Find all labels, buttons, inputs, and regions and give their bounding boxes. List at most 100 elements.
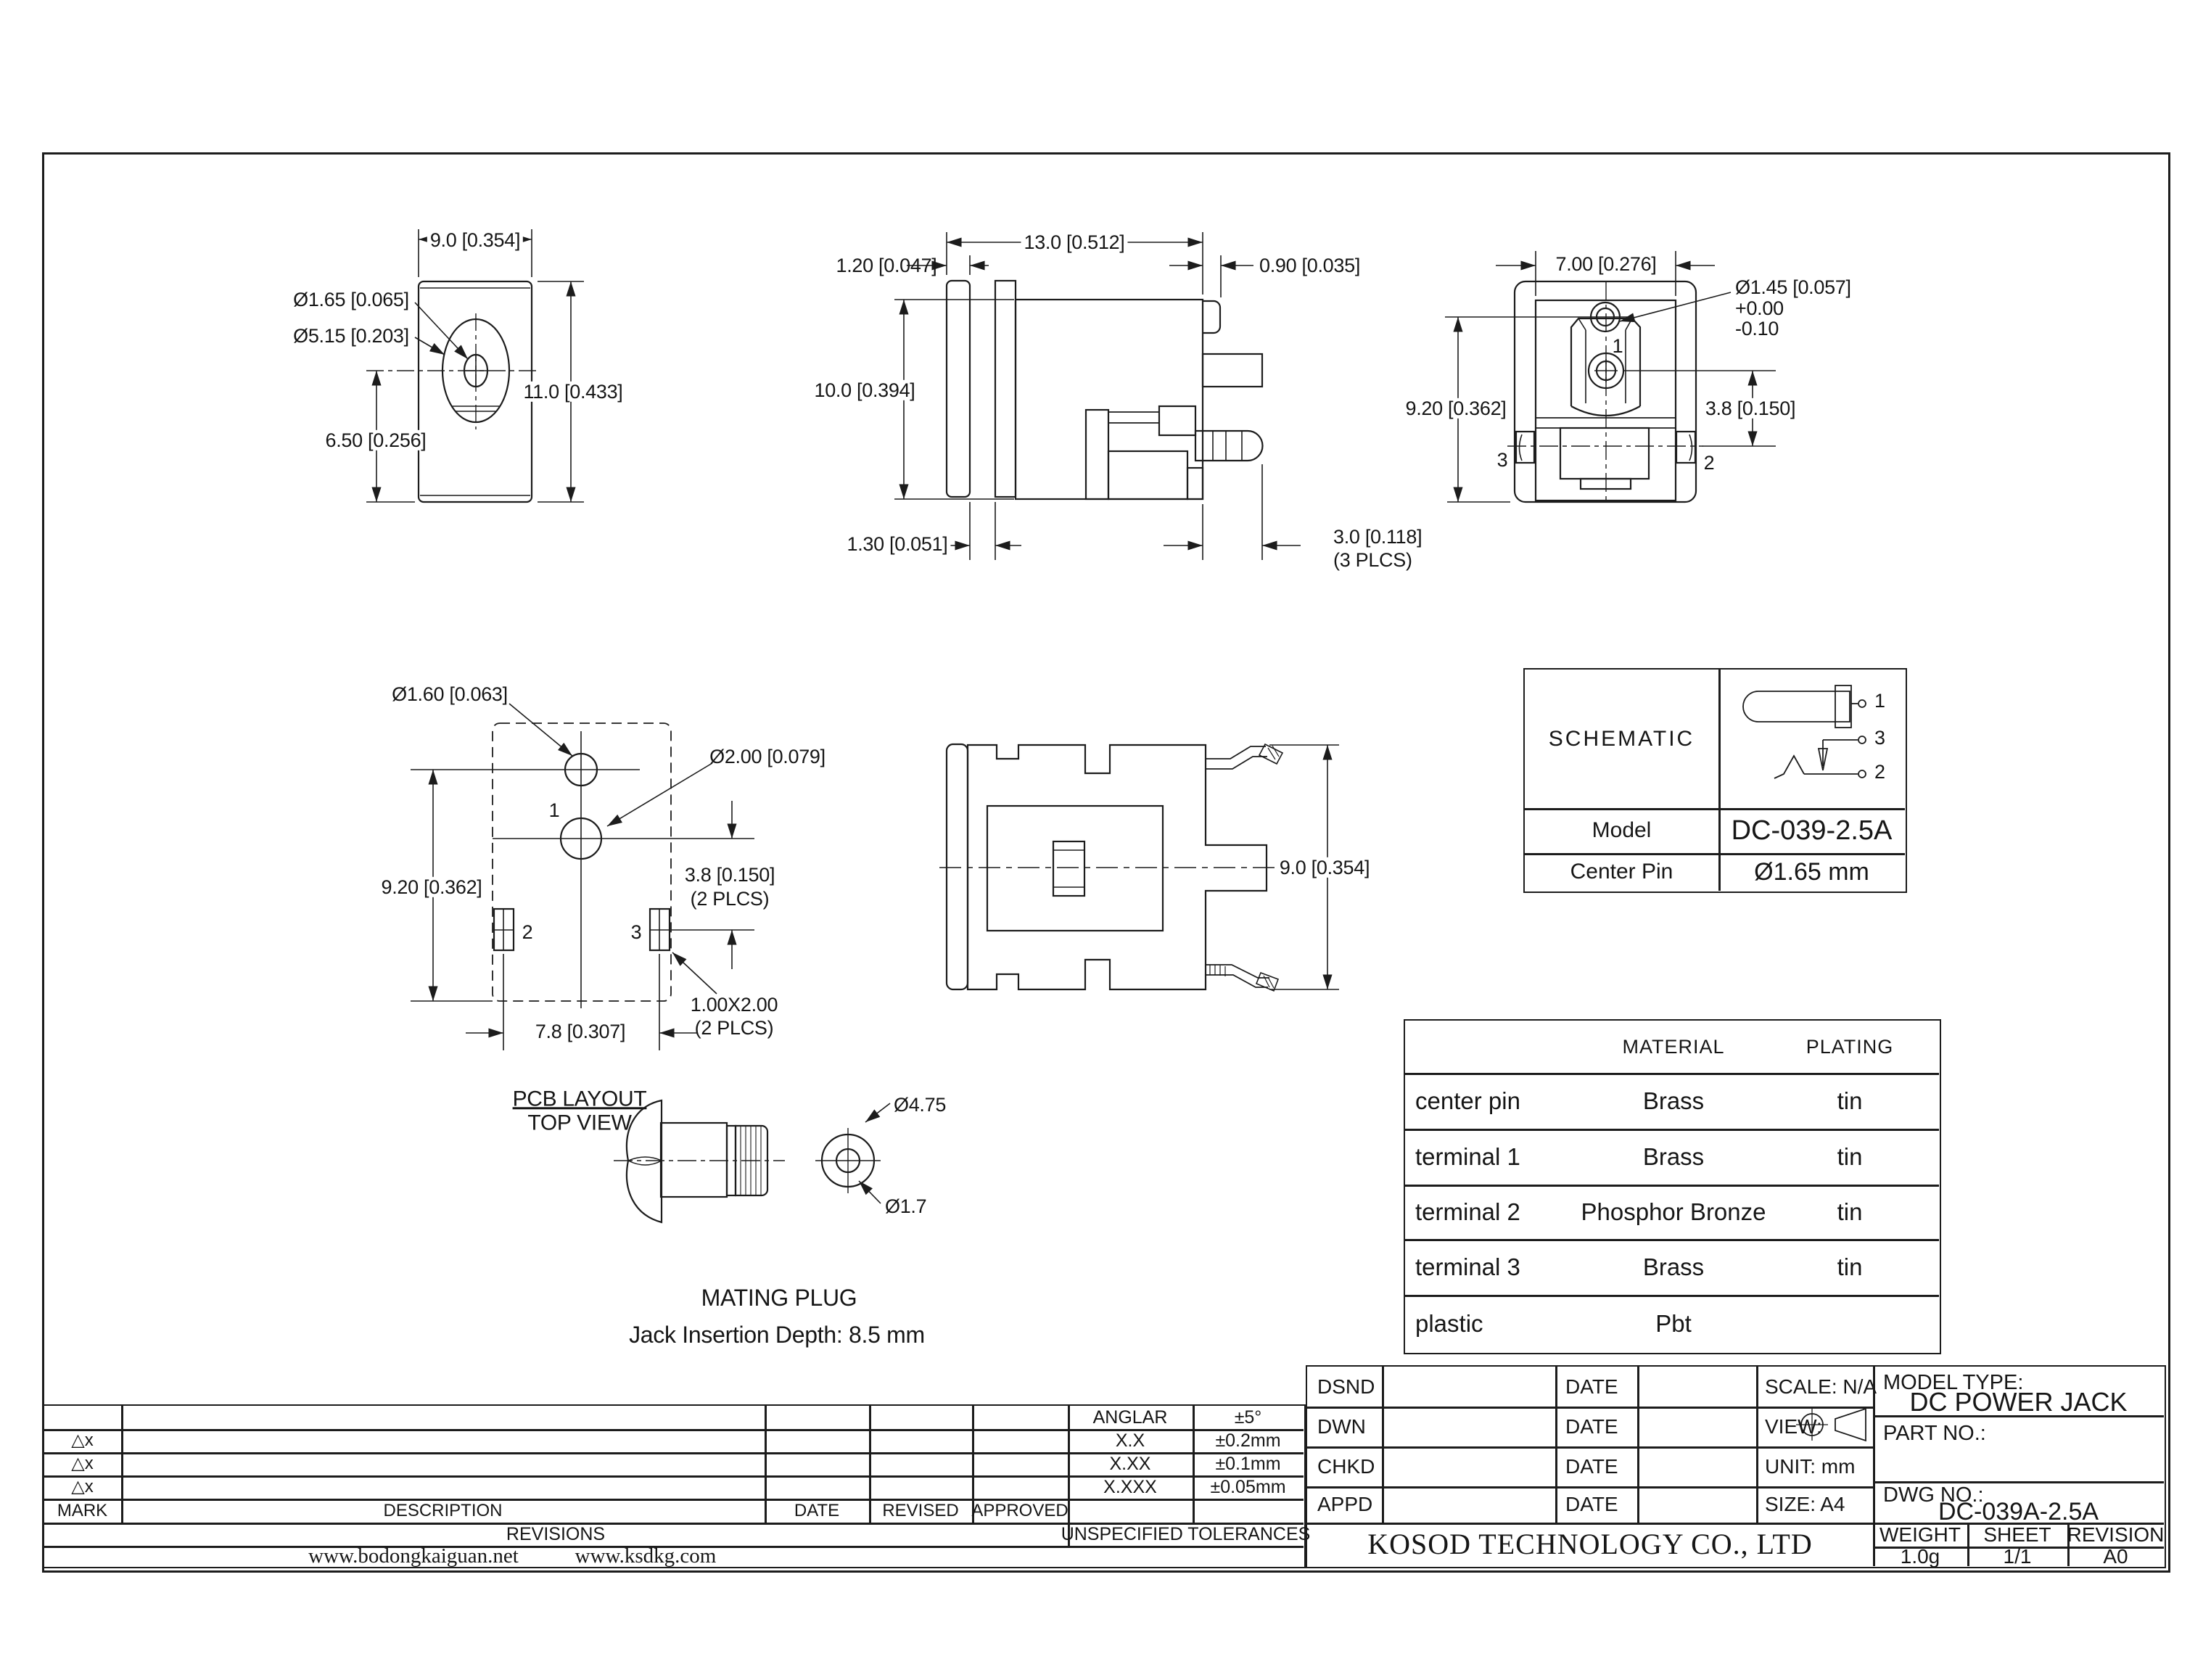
titleblock-revision-value: A0 [2103, 1544, 2128, 1568]
material-row-material: Brass [1642, 1143, 1705, 1170]
material-row-label: terminal 3 [1415, 1253, 1520, 1280]
material-row-label: terminal 2 [1415, 1198, 1520, 1225]
plug-title: MATING PLUG [701, 1285, 857, 1312]
pcb-hole1-label: Ø1.60 [0.063] [392, 683, 508, 705]
tolerance-mark-symbol: △x [71, 1454, 94, 1473]
plug-id-label: Ø1.7 [885, 1195, 927, 1217]
materials-header-material: MATERIAL [1622, 1035, 1725, 1058]
titleblock-weight-label: WEIGHT [1879, 1523, 1961, 1546]
material-row-material: Brass [1642, 1087, 1705, 1114]
material-row-label: plastic [1415, 1310, 1483, 1337]
pcb-title: PCB LAYOUT [512, 1087, 647, 1111]
plug-od-label: Ø4.75 [894, 1093, 947, 1116]
front-height-dim: 11.0 [0.433] [520, 381, 626, 402]
schematic-pin2-label: 2 [1874, 760, 1885, 783]
material-row-plating: tin [1837, 1253, 1863, 1280]
materials-header-plating: PLATING [1806, 1035, 1894, 1058]
front-width-dim: 9.0 [0.354] [427, 229, 524, 250]
tolerance-angular-label: ANGLAR [1092, 1407, 1168, 1428]
pcb-pin1-label: 1 [548, 799, 560, 821]
tolerance-angular-value: ±5° [1234, 1407, 1262, 1428]
material-row-material: Phosphor Bronze [1581, 1198, 1766, 1225]
website-link-1[interactable]: www.bodongkaiguan.net [308, 1544, 519, 1568]
schematic-pin3-label: 3 [1874, 726, 1885, 749]
revision-header-mark: MARK [57, 1500, 108, 1520]
titleblock-date-label: DATE [1565, 1375, 1618, 1398]
pcb-offset-plcs: (2 PLCS) [690, 887, 770, 910]
rear-pin-dia-label: Ø1.45 [0.057] [1735, 276, 1851, 298]
schematic-center-pin-label: Center Pin [1570, 860, 1673, 884]
tolerance-block: ANGLAR ±5° △x X.X ±0.2mm △x X.XX ±0.1mm … [42, 1404, 1310, 1568]
rear-pin3-label: 3 [1496, 448, 1508, 471]
schematic-model-label: Model [1592, 818, 1652, 842]
revision-header-revised: REVISED [882, 1500, 959, 1520]
material-row-label: terminal 1 [1415, 1143, 1520, 1170]
revision-header-description: DESCRIPTION [383, 1500, 503, 1520]
side-height-dim: 10.0 [0.394] [811, 379, 918, 400]
titleblock-date-label: DATE [1565, 1493, 1618, 1515]
side-gap-dim: 1.30 [0.051] [844, 533, 951, 554]
titleblock-model-type-label: MODEL TYPE: [1883, 1370, 2024, 1394]
material-row-plating: tin [1837, 1087, 1863, 1114]
bottom-height-dim: 9.0 [0.354] [1276, 857, 1373, 878]
pcb-offset-dim: 3.8 [0.150] [684, 863, 775, 886]
titleblock-role-chkd: CHKD [1317, 1454, 1375, 1478]
tolerance-value: ±0.2mm [1215, 1430, 1281, 1451]
titleblock-dwg-no-label: DWG NO.: [1883, 1483, 1984, 1507]
material-row-material: Pbt [1655, 1310, 1692, 1337]
titleblock-unit: UNIT: mm [1765, 1454, 1856, 1478]
pcb-hole2-label: Ø2.00 [0.079] [709, 745, 825, 767]
rear-pin1-label: 1 [1612, 334, 1623, 357]
rear-pin2-label: 2 [1703, 451, 1715, 474]
material-row-plating: tin [1837, 1198, 1863, 1225]
pcb-pitch-dim: 7.8 [0.307] [535, 1020, 626, 1042]
front-barrel-dia-label: Ø5.15 [0.203] [293, 324, 409, 347]
schematic-table-divider [1718, 670, 1721, 891]
tolerance-range: X.XX [1109, 1453, 1151, 1474]
titleblock-model-type-value: DC POWER JACK [1909, 1386, 2128, 1417]
rear-pin-tol-plus: +0.00 [1735, 297, 1784, 319]
schematic-table: SCHEMATIC Model DC-039-2.5A Center Pin Ø… [1523, 668, 1907, 893]
pcb-height-dim: 9.20 [0.362] [378, 876, 485, 897]
plug-insertion-note: Jack Insertion Depth: 8.5 mm [629, 1322, 925, 1348]
rear-offset-dim: 3.8 [0.150] [1702, 398, 1799, 419]
tolerance-range: X.X [1115, 1430, 1145, 1451]
titleblock-sheet-label: SHEET [1983, 1523, 2051, 1546]
website-link-2[interactable]: www.ksdkg.com [575, 1544, 717, 1568]
front-pin-dia-label: Ø1.65 [0.065] [293, 288, 409, 310]
side-flange-dim: 1.20 [0.047] [836, 254, 937, 276]
schematic-pin1-label: 1 [1874, 689, 1885, 712]
company-name: KOSOD TECHNOLOGY CO., LTD [1367, 1528, 1813, 1560]
titleblock-part-no-label: PART NO.: [1883, 1421, 1986, 1445]
titleblock-role-dsnd: DSND [1317, 1375, 1375, 1398]
titleblock-date-label: DATE [1565, 1415, 1618, 1438]
pcb-subtitle: TOP VIEW [527, 1111, 632, 1135]
titleblock-scale: SCALE: N/A [1765, 1375, 1877, 1398]
material-row-plating: tin [1837, 1143, 1863, 1170]
rear-pin-tol-minus: -0.10 [1735, 317, 1779, 339]
side-pin-length-dim: 3.0 [0.118] [1333, 525, 1422, 548]
titleblock-date-label: DATE [1565, 1454, 1618, 1478]
material-row-label: center pin [1415, 1087, 1520, 1114]
tolerance-value: ±0.1mm [1215, 1453, 1281, 1474]
schematic-model-value: DC-039-2.5A [1731, 815, 1893, 846]
material-row-material: Brass [1642, 1253, 1705, 1280]
revisions-title: REVISIONS [506, 1523, 606, 1544]
material-row-plating [1761, 1295, 1939, 1352]
titleblock-role-appd: APPD [1317, 1493, 1373, 1515]
tolerance-value: ±0.05mm [1210, 1476, 1286, 1497]
revision-header-date: DATE [794, 1500, 840, 1520]
materials-table: MATERIAL PLATING center pin Brass tin te… [1404, 1019, 1941, 1354]
schematic-title: SCHEMATIC [1548, 726, 1695, 751]
side-bump-dim: 0.90 [0.035] [1259, 254, 1361, 276]
titleblock-view-label: VIEW: [1765, 1415, 1822, 1438]
pcb-pad-size-label: 1.00X2.00 [690, 993, 778, 1016]
title-block: DSND DWN CHKD APPD DATE DATE DATE DATE S… [1306, 1365, 2166, 1568]
titleblock-weight-value: 1.0g [1900, 1544, 1940, 1568]
pcb-pad-size-plcs: (2 PLCS) [694, 1016, 774, 1039]
side-width-dim: 13.0 [0.512] [1021, 231, 1128, 252]
front-center-height-dim: 6.50 [0.256] [322, 429, 429, 450]
revision-header-approved: APPROVED [971, 1500, 1069, 1520]
titleblock-size: SIZE: A4 [1765, 1493, 1845, 1515]
